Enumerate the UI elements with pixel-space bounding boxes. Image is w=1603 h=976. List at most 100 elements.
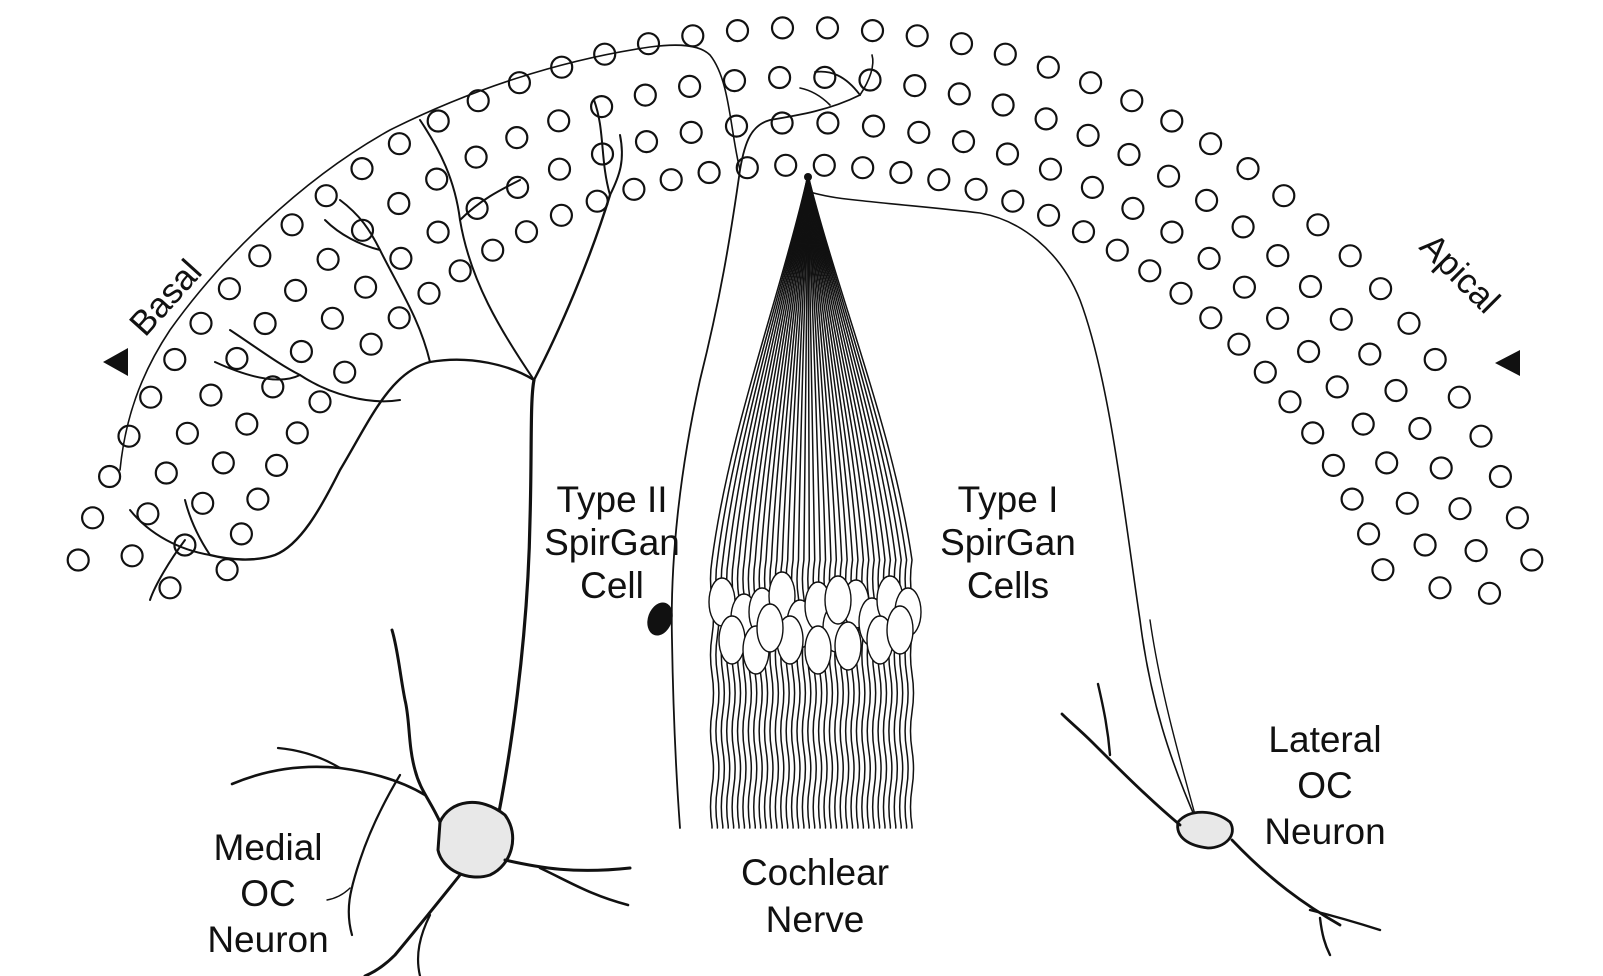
inner-hair-cell <box>966 179 987 200</box>
outer-hair-cell <box>993 95 1014 116</box>
inner-hair-cell <box>1280 391 1301 412</box>
fiber-convergence <box>804 173 812 181</box>
outer-hair-cell <box>466 147 487 168</box>
outer-hair-cell <box>82 507 103 528</box>
outer-hair-cell <box>236 414 257 435</box>
outer-hair-cell <box>682 25 703 46</box>
medial-label-line2: OC <box>240 873 296 914</box>
outer-hair-cell <box>219 278 240 299</box>
medial-oc-label: Medial OC Neuron <box>207 827 328 960</box>
lateral-label-line3: Neuron <box>1264 811 1385 852</box>
lateral-oc-label: Lateral OC Neuron <box>1264 719 1385 852</box>
inner-hair-cell <box>334 362 355 383</box>
outer-hair-cell <box>863 116 884 137</box>
inner-hair-cell <box>310 391 331 412</box>
inner-hair-cell <box>1342 489 1363 510</box>
outer-hair-cell <box>1196 190 1217 211</box>
inner-hair-cell <box>775 155 796 176</box>
outer-hair-cell <box>1409 418 1430 439</box>
type-i-soma <box>887 606 913 654</box>
outer-hair-cell <box>1449 387 1470 408</box>
type-ii-label-line2: SpirGan <box>544 522 680 563</box>
outer-hair-cell <box>122 545 143 566</box>
outer-hair-cell <box>1158 166 1179 187</box>
outer-hair-cell <box>638 33 659 54</box>
apical-arrow-icon <box>1495 350 1520 376</box>
inner-hair-cell <box>928 169 949 190</box>
outer-hair-cell <box>1267 308 1288 329</box>
inner-hair-cell <box>1002 191 1023 212</box>
outer-hair-cell <box>255 313 276 334</box>
outer-hair-cell <box>68 550 89 571</box>
medial-oc-soma <box>438 802 513 877</box>
outer-hair-cell <box>1425 349 1446 370</box>
outer-hair-cell <box>548 110 569 131</box>
outer-hair-cell <box>1122 198 1143 219</box>
inner-hair-cell <box>1323 455 1344 476</box>
type-i-soma <box>805 626 831 674</box>
outer-hair-cell <box>318 249 339 270</box>
outer-hair-cell <box>1507 507 1528 528</box>
outer-hair-cell <box>428 111 449 132</box>
inner-hair-cell <box>482 240 503 261</box>
inner-hair-cell <box>516 221 537 242</box>
outer-hair-cell <box>1327 376 1348 397</box>
type-i-soma <box>719 616 745 664</box>
basal-arrow-icon <box>103 348 128 376</box>
lateral-label-line2: OC <box>1297 765 1353 806</box>
outer-hair-cell <box>507 177 528 198</box>
type-i-label-line3: Cells <box>967 565 1049 606</box>
type-i-soma <box>825 576 851 624</box>
outer-hair-cell <box>1199 248 1220 269</box>
outer-hair-cell <box>1307 214 1328 235</box>
outer-hair-cell <box>468 90 489 111</box>
inner-hair-cell <box>231 523 252 544</box>
outer-hair-cell <box>860 70 881 91</box>
inner-hair-cell <box>419 283 440 304</box>
outer-hair-cell <box>814 67 835 88</box>
type-i-soma <box>835 622 861 670</box>
outer-hair-cell <box>1415 535 1436 556</box>
type-ii-label-line3: Cell <box>580 565 644 606</box>
outer-hair-cell <box>1038 57 1059 78</box>
outer-hair-cell <box>1082 177 1103 198</box>
inner-hair-cell <box>890 162 911 183</box>
medial-label-line1: Medial <box>214 827 323 868</box>
outer-hair-cell <box>949 83 970 104</box>
outer-hair-cell <box>727 20 748 41</box>
inner-hair-cell <box>361 334 382 355</box>
outer-hair-cell <box>953 131 974 152</box>
outer-hair-cell <box>1430 577 1451 598</box>
inner-hair-cell <box>1228 334 1249 355</box>
type-ii-label-line1: Type II <box>556 479 667 520</box>
outer-hair-cell <box>140 387 161 408</box>
outer-hair-cell <box>635 85 656 106</box>
outer-hair-cell <box>817 113 838 134</box>
outer-hair-cell <box>1233 216 1254 237</box>
outer-hair-cell <box>908 122 929 143</box>
inner-hair-cell <box>1073 221 1094 242</box>
outer-hair-cell <box>549 159 570 180</box>
nerve-label-line1: Cochlear <box>741 852 889 893</box>
outer-hair-cell <box>390 248 411 269</box>
outer-hair-cell <box>817 17 838 38</box>
type-i-label-line2: SpirGan <box>940 522 1076 563</box>
outer-hair-cell <box>285 280 306 301</box>
outer-hair-cell <box>355 277 376 298</box>
outer-hair-cell <box>772 113 793 134</box>
inner-hair-cell <box>1200 307 1221 328</box>
outer-hair-cell <box>506 127 527 148</box>
outer-hair-cell <box>1376 452 1397 473</box>
outer-hair-cell <box>1040 159 1061 180</box>
outer-hair-cell <box>388 193 409 214</box>
outer-hair-cell <box>1331 309 1352 330</box>
inner-hair-cell <box>217 559 238 580</box>
outer-hair-cell <box>177 423 198 444</box>
outer-hair-cell <box>862 20 883 41</box>
outer-hair-cell <box>772 17 793 38</box>
outer-hair-cell <box>904 75 925 96</box>
outer-hair-cell <box>1238 158 1259 179</box>
outer-hair-cell <box>1399 313 1420 334</box>
type-i-label: Type I SpirGan Cells <box>940 479 1076 606</box>
inner-hair-cell <box>287 422 308 443</box>
